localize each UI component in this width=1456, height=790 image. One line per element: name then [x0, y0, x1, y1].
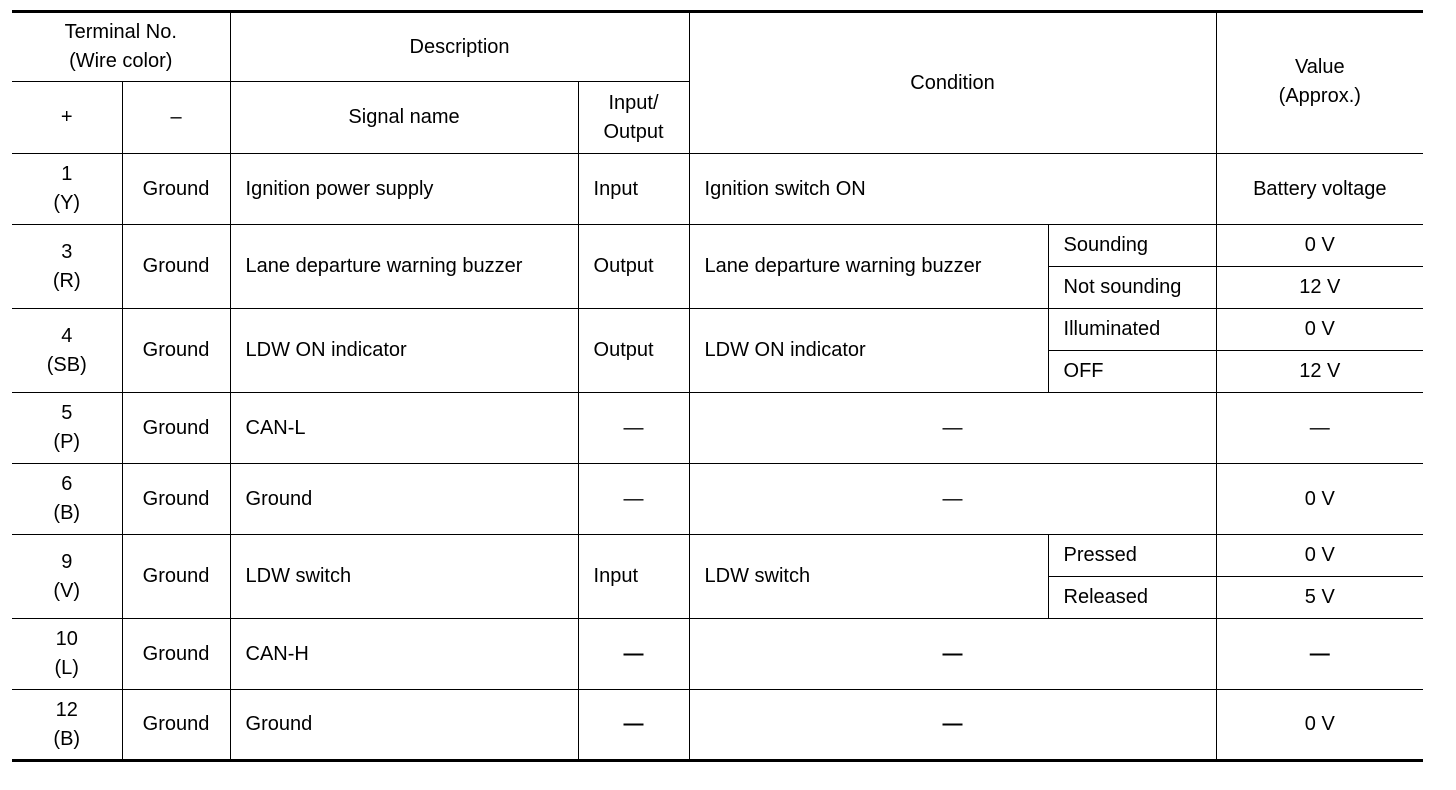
- header-value-label: Value: [1294, 56, 1345, 78]
- condition-cell: Ignition switch ON: [688, 153, 1217, 225]
- io-cell: —: [577, 463, 690, 535]
- header-signal-name: Signal name: [229, 81, 579, 154]
- io-cell: —: [577, 618, 690, 690]
- ground-cell: Ground: [121, 392, 231, 464]
- terminal-cell: 4 (SB): [12, 308, 123, 393]
- condition-cell: —: [688, 392, 1217, 464]
- state-cell: OFF: [1048, 350, 1217, 393]
- io-cell: Input: [577, 153, 690, 225]
- state-cell: Released: [1048, 576, 1217, 619]
- ground-cell: Ground: [121, 224, 231, 309]
- wire-color: (SB): [46, 353, 87, 376]
- ground-cell: Ground: [121, 534, 231, 619]
- table-row: 12 (B) Ground Ground — — 0 V: [12, 689, 1424, 761]
- terminal-number: 6: [61, 473, 73, 495]
- ground-cell: Ground: [121, 153, 231, 225]
- signal-name-cell: LDW ON indicator: [229, 308, 579, 393]
- header-input-label: Input/: [608, 91, 659, 114]
- value-cell: 0 V: [1215, 689, 1424, 761]
- value-cell: —: [1215, 392, 1424, 464]
- value-cell: 0 V: [1215, 534, 1424, 577]
- condition-cell: LDW switch: [688, 534, 1049, 619]
- wire-color: (B): [53, 502, 81, 524]
- table-row: 10 (L) Ground CAN-H — — —: [12, 618, 1424, 690]
- header-output-label: Output: [603, 120, 664, 143]
- wire-color: (B): [53, 727, 81, 750]
- table-row: 9 (V) Ground LDW switch Input LDW switch…: [12, 534, 1424, 619]
- header-approx-label: (Approx.): [1278, 85, 1361, 107]
- signal-name-cell: Ignition power supply: [229, 153, 579, 225]
- terminal-number: 3: [61, 240, 73, 263]
- terminal-cell: 9 (V): [12, 534, 123, 619]
- value-cell: 12 V: [1215, 350, 1424, 393]
- wire-color: (V): [53, 579, 81, 602]
- terminal-table: Terminal No. (Wire color) Description Co…: [12, 10, 1424, 762]
- io-cell: —: [577, 392, 690, 464]
- wire-color: (L): [54, 657, 79, 679]
- header-plus: +: [12, 81, 123, 154]
- terminal-cell: 6 (B): [12, 463, 123, 535]
- terminal-number: 12: [55, 698, 78, 721]
- condition-cell: LDW ON indicator: [688, 308, 1049, 393]
- ground-cell: Ground: [121, 618, 231, 690]
- terminal-number: 1: [61, 163, 73, 185]
- signal-name-cell: CAN-L: [229, 392, 579, 464]
- io-cell: Input: [577, 534, 690, 619]
- header-terminal: Terminal No. (Wire color): [12, 11, 231, 82]
- value-cell: 12 V: [1215, 266, 1424, 309]
- terminal-cell: 10 (L): [12, 618, 123, 690]
- value-cell: 5 V: [1215, 576, 1424, 619]
- table-row: 4 (SB) Ground LDW ON indicator Output LD…: [12, 308, 1424, 393]
- ground-cell: Ground: [121, 308, 231, 393]
- io-cell: —: [577, 689, 690, 761]
- ground-cell: Ground: [121, 463, 231, 535]
- wire-color: (Y): [53, 192, 81, 214]
- table-row: 1 (Y) Ground Ignition power supply Input…: [12, 153, 1424, 225]
- header-description: Description: [229, 11, 690, 82]
- value-cell: 0 V: [1215, 308, 1424, 351]
- signal-name-cell: Ground: [229, 463, 579, 535]
- value-cell: Battery voltage: [1215, 153, 1424, 225]
- io-cell: Output: [577, 224, 690, 309]
- terminal-cell: 3 (R): [12, 224, 123, 309]
- ground-cell: Ground: [121, 689, 231, 761]
- state-cell: Pressed: [1047, 534, 1217, 577]
- terminal-number: 10: [55, 628, 78, 650]
- value-cell: 0 V: [1215, 224, 1424, 267]
- value-cell: 0 V: [1215, 463, 1424, 535]
- condition-cell: Lane departure warning buzzer: [688, 224, 1049, 309]
- header-wire-color-label: (Wire color): [69, 50, 173, 72]
- table-row: 3 (R) Ground Lane departure warning buzz…: [12, 224, 1424, 309]
- value-cell: —: [1215, 618, 1424, 690]
- terminal-number: 5: [61, 402, 73, 424]
- terminal-cell: 12 (B): [12, 689, 123, 761]
- condition-cell: —: [688, 618, 1217, 690]
- signal-name-cell: Ground: [229, 689, 579, 761]
- wire-color: (P): [53, 431, 81, 453]
- signal-name-cell: LDW switch: [229, 534, 579, 619]
- header-terminal-label: Terminal No.: [64, 21, 177, 43]
- header-minus: –: [121, 81, 231, 154]
- state-cell: Illuminated: [1047, 308, 1217, 351]
- terminal-number: 4: [61, 324, 73, 347]
- terminal-cell: 5 (P): [12, 392, 123, 464]
- state-cell: Sounding: [1047, 224, 1217, 267]
- table-row: 6 (B) Ground Ground — — 0 V: [12, 463, 1424, 535]
- header-value: Value (Approx.): [1215, 11, 1424, 154]
- io-cell: Output: [577, 308, 690, 393]
- table-row: Not sounding 12 V: [12, 266, 1424, 309]
- header-condition: Condition: [688, 11, 1217, 154]
- condition-cell: —: [688, 689, 1217, 761]
- signal-name-cell: Lane departure warning buzzer: [229, 224, 579, 309]
- signal-name-cell: CAN-H: [229, 618, 579, 690]
- condition-cell: —: [688, 463, 1217, 535]
- terminal-number: 9: [61, 550, 73, 573]
- wire-color: (R): [52, 269, 81, 292]
- table-row: 5 (P) Ground CAN-L — — —: [12, 392, 1424, 464]
- state-cell: Not sounding: [1048, 266, 1217, 309]
- header-input-output: Input/ Output: [577, 81, 690, 154]
- terminal-cell: 1 (Y): [12, 153, 123, 225]
